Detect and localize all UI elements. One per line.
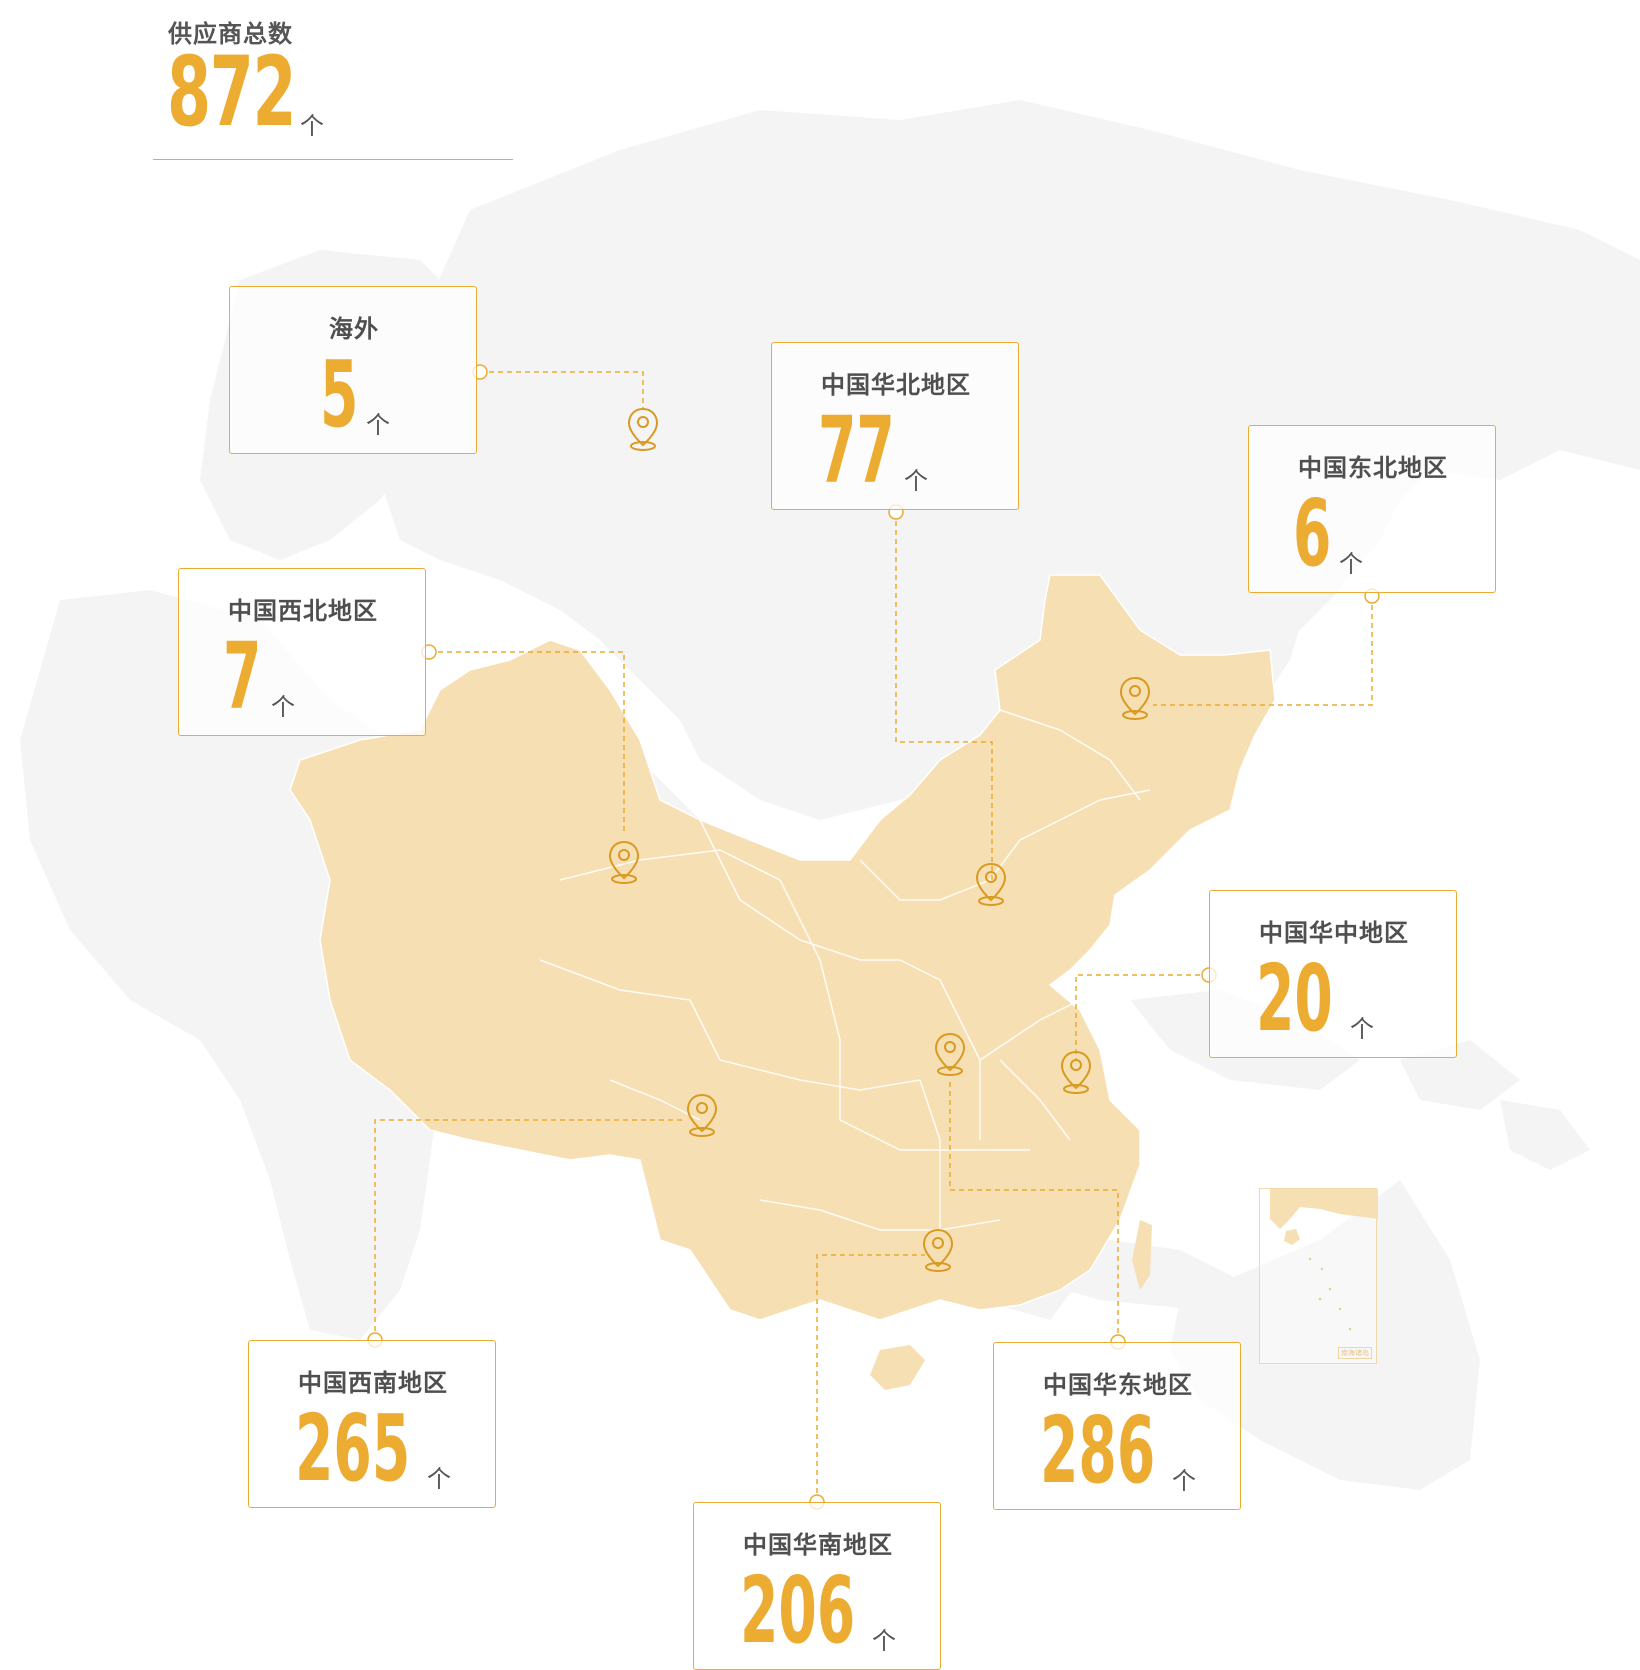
region-name: 中国东北地区 bbox=[1298, 454, 1448, 482]
region-name: 中国华南地区 bbox=[743, 1531, 893, 1559]
region-unit: 个 bbox=[1339, 550, 1363, 578]
region-card-east: 中国华东地区 286 个 bbox=[993, 1342, 1241, 1510]
total-label: 供应商总数 bbox=[168, 20, 293, 48]
region-value: 5 bbox=[320, 341, 359, 448]
location-pin-icon bbox=[1060, 1050, 1092, 1094]
location-pin-icon bbox=[975, 862, 1007, 906]
location-pin-icon bbox=[608, 840, 640, 884]
region-value: 265 bbox=[295, 1395, 411, 1502]
inset-islands bbox=[1270, 1189, 1378, 1331]
region-card-northwest: 中国西北地区 7 个 bbox=[178, 568, 426, 736]
region-unit: 个 bbox=[1172, 1467, 1196, 1495]
region-card-south: 中国华南地区 206 个 bbox=[693, 1502, 941, 1670]
region-unit: 个 bbox=[904, 467, 928, 495]
region-card-overseas: 海外 5 个 bbox=[229, 286, 477, 454]
region-value: 206 bbox=[740, 1557, 856, 1664]
region-unit: 个 bbox=[427, 1465, 451, 1493]
supplier-total: 供应商总数 872 个 bbox=[153, 8, 513, 162]
total-divider bbox=[153, 159, 513, 160]
region-card-northeast: 中国东北地区 6 个 bbox=[1248, 425, 1496, 593]
region-name: 中国西南地区 bbox=[298, 1369, 448, 1397]
region-unit: 个 bbox=[872, 1627, 896, 1655]
region-name: 中国华东地区 bbox=[1043, 1371, 1193, 1399]
south-china-sea-inset: 南海诸岛 bbox=[1259, 1188, 1378, 1364]
region-name: 海外 bbox=[329, 315, 379, 343]
region-value: 6 bbox=[1293, 480, 1332, 587]
region-card-north: 中国华北地区 77 个 bbox=[771, 342, 1019, 510]
region-value: 77 bbox=[818, 397, 895, 504]
region-unit: 个 bbox=[1350, 1015, 1374, 1043]
region-unit: 个 bbox=[366, 411, 390, 439]
location-pin-icon bbox=[922, 1228, 954, 1272]
inset-label: 南海诸岛 bbox=[1338, 1347, 1372, 1359]
location-pin-icon bbox=[934, 1032, 966, 1076]
location-pin-icon bbox=[627, 407, 659, 451]
region-value: 286 bbox=[1040, 1397, 1156, 1504]
region-unit: 个 bbox=[271, 693, 295, 721]
region-value: 7 bbox=[223, 623, 262, 730]
total-value: 872 bbox=[167, 36, 297, 148]
region-value: 20 bbox=[1256, 945, 1333, 1052]
total-unit: 个 bbox=[300, 112, 324, 140]
region-card-central: 中国华中地区 20 个 bbox=[1209, 890, 1457, 1058]
leader-lines bbox=[374, 371, 1373, 1502]
region-name: 中国西北地区 bbox=[228, 597, 378, 625]
region-name: 中国华中地区 bbox=[1259, 919, 1409, 947]
location-pin-icon bbox=[1119, 676, 1151, 720]
region-card-southwest: 中国西南地区 265 个 bbox=[248, 1340, 496, 1508]
china-map bbox=[289, 574, 1276, 1390]
region-name: 中国华北地区 bbox=[821, 371, 971, 399]
location-pin-icon bbox=[686, 1093, 718, 1137]
